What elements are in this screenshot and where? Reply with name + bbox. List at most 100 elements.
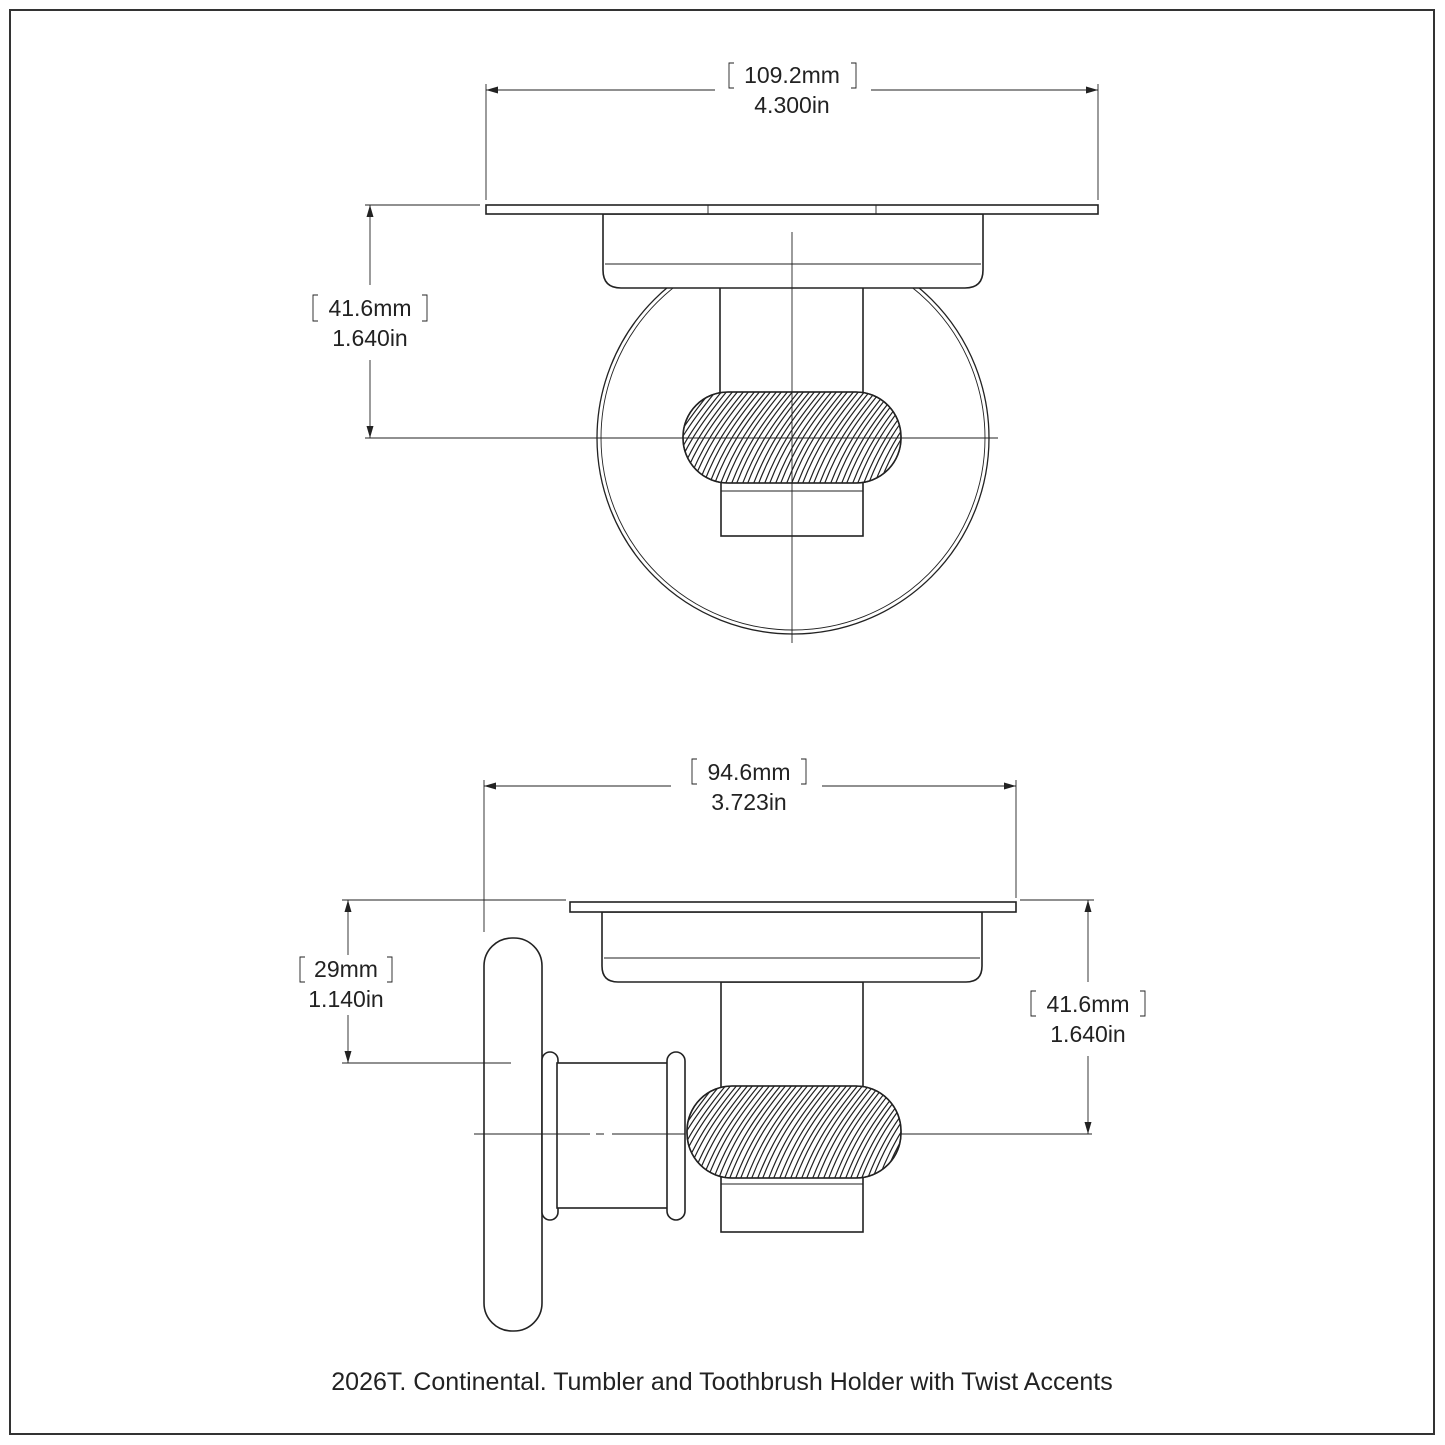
twist-groove	[772, 1086, 832, 1178]
side-offset-mm: 29mm	[314, 956, 378, 982]
twist-groove	[687, 1086, 717, 1178]
twist-groove	[687, 1086, 722, 1178]
twist-groove	[911, 1084, 969, 1180]
twist-groove	[767, 1086, 827, 1178]
twist-groove	[582, 390, 640, 485]
twist-groove	[794, 1086, 854, 1178]
arm-collar-left	[541, 1051, 559, 1221]
twist-groove	[739, 1086, 799, 1178]
twist-groove	[785, 392, 845, 483]
twist-groove	[778, 1086, 838, 1178]
side-width-mm: 94.6mm	[707, 759, 790, 785]
twist-groove	[560, 390, 618, 485]
lower-cap-side	[720, 1175, 864, 1233]
twist-groove	[855, 1086, 901, 1178]
twist-groove	[912, 390, 970, 485]
twist-groove	[593, 390, 651, 485]
twist-groove	[851, 392, 901, 483]
twist-groove	[746, 392, 806, 483]
twist-groove	[918, 390, 976, 485]
twist-groove	[900, 392, 901, 483]
twist-groove	[604, 390, 662, 485]
twist-groove	[801, 392, 861, 483]
arm-collar-right	[666, 1051, 686, 1221]
twist-groove	[713, 392, 773, 483]
top-view: 109.2mm 4.300in 41.6mm 1.640in	[312, 62, 1099, 643]
post-side	[720, 981, 864, 1089]
top-plate	[485, 204, 1099, 215]
twist-groove	[544, 390, 602, 485]
twist-groove	[790, 392, 850, 483]
twist-groove	[745, 1086, 805, 1178]
post-top	[719, 285, 864, 395]
twist-groove	[683, 392, 713, 483]
top-depth-mm: 41.6mm	[328, 295, 411, 321]
twist-groove	[621, 390, 679, 485]
twist-groove	[812, 392, 872, 483]
twist-groove	[701, 1086, 761, 1178]
twist-groove	[683, 392, 691, 483]
twist-groove	[683, 392, 735, 483]
twist-groove	[796, 392, 856, 483]
side-plate	[569, 901, 1017, 913]
twist-groove	[752, 392, 812, 483]
twist-groove	[860, 1086, 901, 1178]
twist-groove	[724, 392, 784, 483]
twist-groove	[761, 1086, 821, 1178]
twist-groove	[683, 392, 718, 483]
cup-holder-ring	[602, 213, 984, 289]
twist-groove	[873, 392, 901, 483]
twist-groove	[922, 1084, 980, 1180]
twist-groove	[893, 1086, 901, 1178]
arm-tube	[556, 1062, 669, 1209]
twist-groove	[923, 390, 981, 485]
side-height-in: 1.640in	[1050, 1021, 1125, 1047]
twist-groove	[687, 1086, 733, 1178]
twist-groove	[807, 392, 867, 483]
twist-groove	[566, 390, 624, 485]
twist-groove	[719, 392, 779, 483]
twist-groove	[779, 392, 839, 483]
twist-groove	[800, 1086, 860, 1178]
twist-groove	[757, 392, 817, 483]
side-offset-in: 1.140in	[308, 986, 383, 1012]
top-width-in: 4.300in	[754, 92, 829, 118]
twist-groove	[730, 392, 790, 483]
twist-groove	[811, 1086, 871, 1178]
twist-groove	[577, 390, 635, 485]
twist-groove	[697, 392, 757, 483]
twist-groove	[687, 1086, 728, 1178]
twist-groove	[717, 1086, 777, 1178]
twist-groove	[702, 392, 762, 483]
twist-groove	[856, 392, 901, 483]
twist-groove	[734, 1086, 794, 1178]
side-height-mm: 41.6mm	[1046, 991, 1129, 1017]
twist-groove	[683, 392, 685, 483]
twist-groove	[927, 1084, 985, 1180]
top-width-mm: 109.2mm	[744, 62, 840, 88]
drawing-caption: 2026T. Continental. Tumbler and Toothbru…	[331, 1368, 1112, 1396]
twist-groove	[805, 1086, 865, 1178]
twist-groove	[783, 1086, 843, 1178]
twist-groove	[735, 392, 795, 483]
cup-holder-ring-side	[601, 911, 983, 983]
side-width-in: 3.723in	[711, 789, 786, 815]
twist-groove	[768, 392, 828, 483]
drawing-frame	[9, 9, 1435, 1435]
twist-groove	[750, 1086, 810, 1178]
twist-groove	[862, 392, 901, 483]
twist-groove	[687, 1086, 739, 1178]
twist-groove	[741, 392, 801, 483]
twist-groove	[822, 1086, 882, 1178]
twist-groove	[827, 1086, 887, 1178]
twist-groove	[816, 1086, 876, 1178]
twist-groove	[706, 1086, 766, 1178]
twist-groove	[907, 390, 965, 485]
twist-groove	[723, 1086, 783, 1178]
twist-groove	[899, 1086, 901, 1178]
twist-groove	[829, 392, 889, 483]
twist-groove	[728, 1086, 788, 1178]
twist-groove	[823, 392, 883, 483]
twist-groove	[916, 1084, 974, 1180]
